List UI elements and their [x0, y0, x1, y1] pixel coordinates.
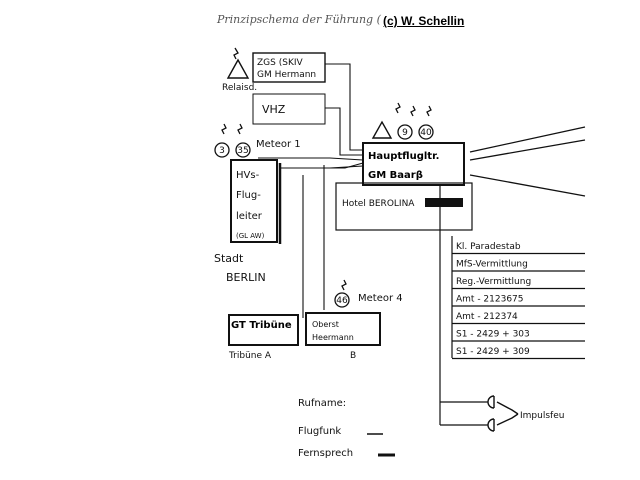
badge-46: 46 [336, 296, 348, 306]
stadt-line1: Stadt [214, 252, 244, 265]
badge-9: 9 [402, 128, 408, 138]
vhz-box [252, 93, 326, 125]
gtribune-box [228, 314, 299, 346]
badge-3: 3 [219, 146, 225, 156]
phone-entry: Reg.-Vermittlung [456, 277, 531, 287]
fernsprech-label: Fernsprech [298, 448, 353, 459]
tribune-b-label: B [350, 351, 356, 361]
badge-circle [214, 142, 230, 158]
phone-entry: S1 - 2429 + 303 [456, 330, 530, 340]
badge-35: 35 [237, 146, 248, 156]
antenna-icon [371, 120, 393, 139]
hauptflug-line2: GM Baarβ [368, 170, 423, 181]
phone-entry: MfS-Vermittlung [456, 260, 528, 270]
rufname-label: Rufname: [298, 398, 346, 409]
redacted-block [425, 198, 463, 207]
oberst-line2: Heermann [312, 333, 354, 342]
copyright-credit: (c) W. Schellin [383, 14, 465, 28]
meteor4-label: Meteor 4 [358, 293, 403, 304]
zgs-line2: GM Hermann [257, 70, 316, 80]
zgs-box [252, 52, 326, 83]
hotel-box [335, 182, 473, 231]
impulse-label: Impulsfeu [520, 411, 564, 421]
lamp-icon [487, 395, 495, 409]
hvs-line4: (GL AW) [236, 232, 265, 240]
phone-entry: Kl. Paradestab [456, 242, 521, 252]
relaisd-label: Relaisd. [222, 83, 257, 93]
diagram-caption: Prinzipschema der Führung ( [217, 13, 381, 26]
lamp-icon [487, 418, 495, 432]
tribune-label: Tribüne A [228, 351, 272, 361]
oberst-line1: Oberst [312, 320, 339, 329]
hvs-line3: leiter [236, 211, 263, 222]
badge-circle [235, 142, 251, 158]
zgs-line1: ZGS (SKIV [257, 58, 303, 68]
badge-circle [397, 124, 413, 140]
gtribune-label: GT Tribüne [231, 320, 292, 331]
phone-list: Kl. ParadestabMfS-VermittlungReg.-Vermit… [452, 242, 585, 360]
antenna-icon [226, 58, 250, 79]
phone-entry: Amt - 212374 [456, 312, 518, 322]
phone-entry: S1 - 2429 + 309 [456, 347, 530, 357]
oberst-box [305, 312, 381, 346]
hvs-line2: Flug- [236, 190, 261, 201]
meteor1-label: Meteor 1 [256, 139, 301, 150]
stadt-line2: BERLIN [226, 271, 266, 284]
vhz-label: VHZ [262, 103, 286, 116]
flugfunk-label: Flugfunk [298, 426, 341, 437]
phone-entry: Amt - 2123675 [456, 295, 524, 305]
hauptflug-box [362, 142, 465, 186]
hauptflug-line1: Hauptflugltr. [368, 151, 439, 162]
hvs-box [230, 159, 278, 243]
badge-circle [418, 124, 434, 140]
badge-40: 40 [420, 128, 432, 138]
hotel-label: Hotel BEROLINA [342, 199, 415, 209]
badge-circle [334, 292, 350, 308]
hvs-line1: HVs- [236, 170, 260, 181]
